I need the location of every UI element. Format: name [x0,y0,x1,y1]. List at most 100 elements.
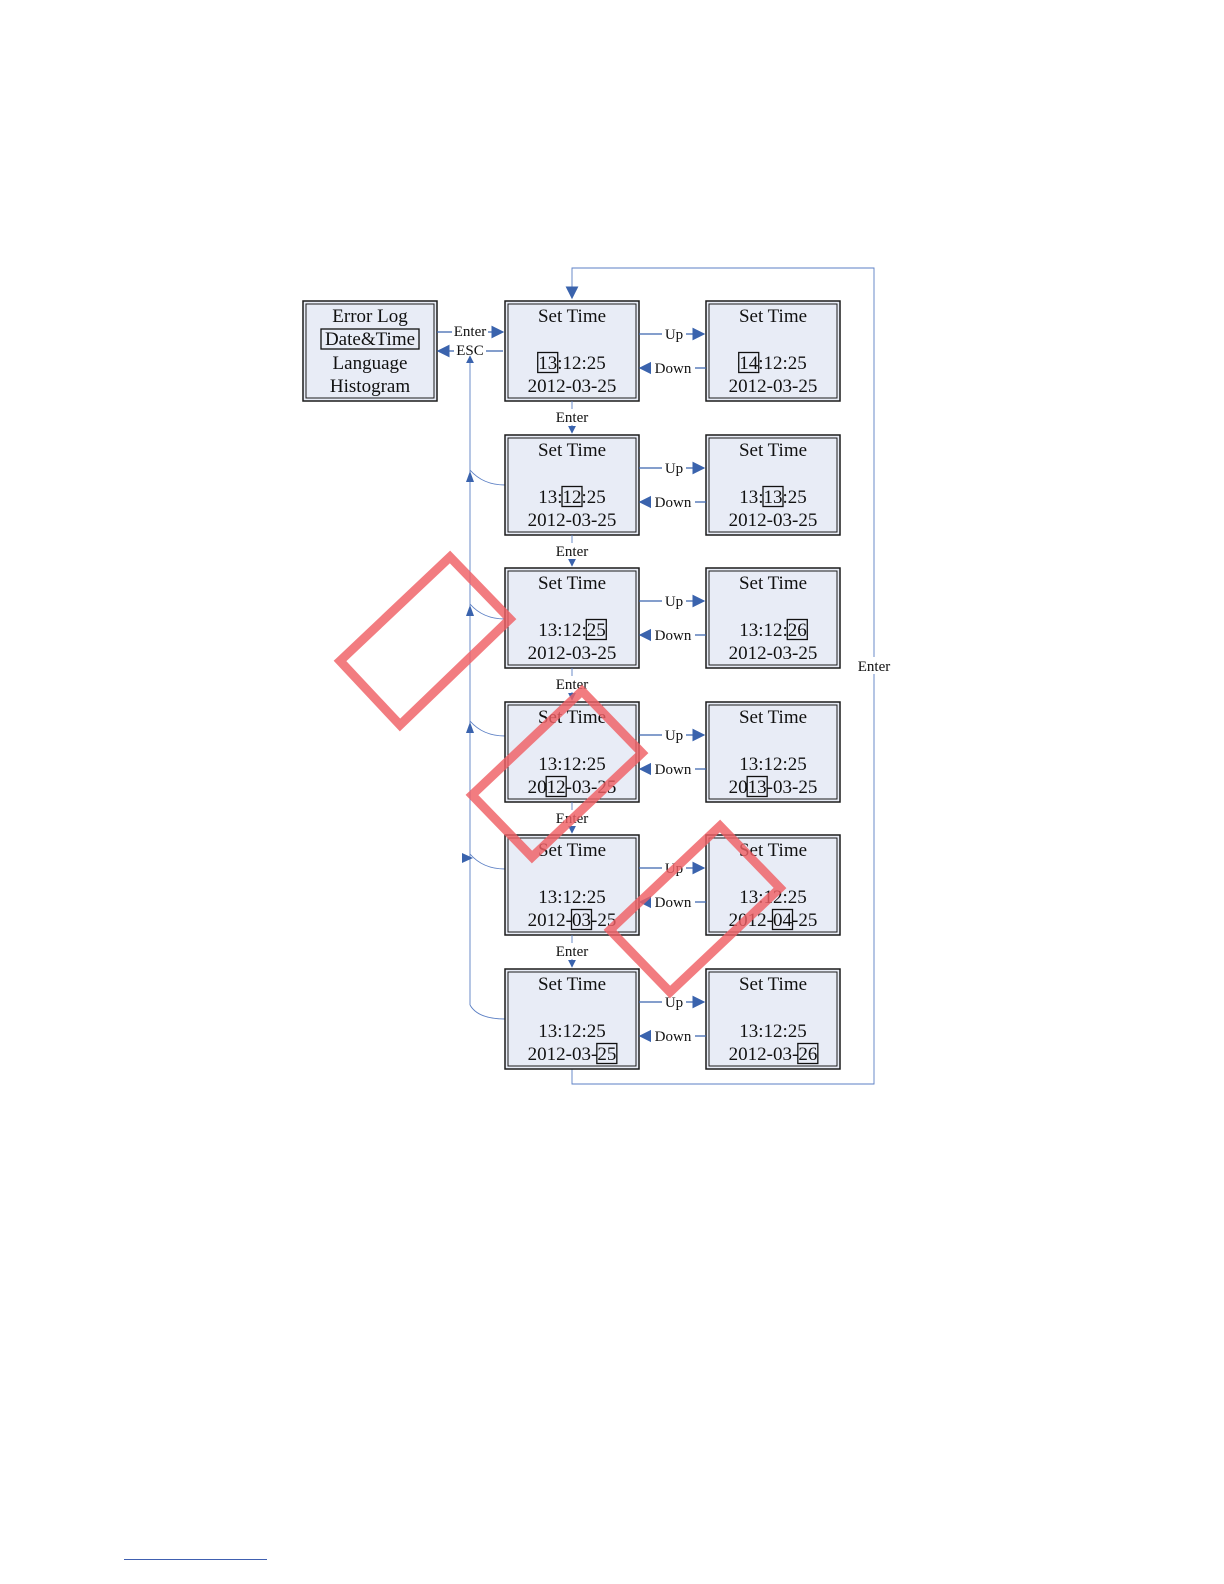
value-segment: :12:25 [758,353,807,374]
highlighted-digits: 26 [788,620,807,641]
enter-loop-path: Enter [565,267,894,1085]
menu-selection-box [320,328,420,350]
value-segment: 2012-03-25 [729,643,818,664]
value-segment: 13:12:25 [739,1021,807,1042]
value-segment: 13: [538,487,562,508]
highlighted-digits: 04 [773,910,793,931]
footnote-rule [124,1559,267,1560]
screen-title: Set Time [739,573,807,594]
date-value: 2012-03-25 [528,1044,617,1065]
highlighted-digits: 12 [563,487,582,508]
value-segment: 13:12:25 [739,754,807,775]
cursor-box [537,351,559,374]
value-segment: 2012-03-25 [528,510,617,531]
date-value: 2012-03-25 [729,643,818,664]
value-segment: 2012- [528,910,572,931]
down-label: Down [655,895,692,911]
time-value: 13:12:26 [739,620,807,641]
date-value: 2012-03-25 [729,510,818,531]
enter-label: Enter [454,324,486,340]
screen-title: Set Time [538,440,606,461]
value-segment: -03-25 [767,777,818,798]
screen-title: Set Time [739,974,807,995]
menu-connectors: Enter ESC [436,323,505,359]
menu-item-date-time: Date&Time [325,329,415,350]
menu-item-histogram: Histogram [330,376,410,397]
highlighted-digits: 25 [587,620,606,641]
value-segment: 2012-03-25 [729,510,818,531]
value-segment: 2012-03- [729,1044,799,1065]
cursor-box [746,775,768,798]
cursor-box [797,1042,819,1065]
screen-title: Set Time [538,974,606,995]
cursor-box [570,908,593,931]
value-segment: 13:12:25 [538,754,606,775]
date-value: 2012-03-25 [528,510,617,531]
time-value: 13:12:25 [739,754,807,775]
enter-label: Enter [556,944,588,960]
highlighted-digits: 13 [748,777,767,798]
time-value: 14:12:25 [739,353,807,374]
date-value: 2012-03-25 [528,910,617,931]
highlighted-digits: 12 [547,777,566,798]
value-segment: 20 [528,777,547,798]
value-segment: 2012-03-25 [528,643,617,664]
up-label: Up [665,594,683,610]
esc-label: ESC [456,343,484,359]
enter-label: Enter [556,410,588,426]
stamp-mark [603,819,787,999]
time-value: 13:12:25 [538,1021,606,1042]
stamp-mark [465,684,649,864]
red-stamp-overlays [333,550,787,999]
value-segment: 13:12:25 [538,1021,606,1042]
menu-item-language: Language [333,353,408,374]
screen-title: Set Time [538,840,606,861]
value-segment: 2012-03-25 [729,376,818,397]
time-value: 13:12:25 [538,353,606,374]
screen-title: Set Time [739,440,807,461]
value-segment: -25 [792,910,817,931]
time-value: 13:12:25 [538,487,606,508]
time-value: 13:12:25 [538,754,606,775]
cursor-box [738,351,760,374]
loop-enter-label: Enter [858,659,890,675]
main-menu-screen: Error Log Date&Time Language Histogram [302,300,438,402]
cursor-box [786,618,808,641]
date-value: 2012-03-25 [528,376,617,397]
down-label: Down [655,1029,692,1045]
screen-title: Set Time [739,840,807,861]
highlighted-digits: 26 [798,1044,817,1065]
cursor-box [771,908,794,931]
time-value: 13:13:25 [739,487,807,508]
highlighted-digits: 13 [764,487,783,508]
down-label: Down [655,361,692,377]
date-value: 2012-03-25 [528,643,617,664]
cursor-box [561,485,583,508]
highlighted-digits: 13 [538,353,557,374]
up-label: Up [665,327,683,343]
value-segment: 13:12: [739,620,788,641]
enter-label: Enter [556,544,588,560]
value-segment: :25 [783,487,807,508]
value-segment: :12:25 [557,353,606,374]
stamp-mark [333,550,517,732]
value-segment: 13:12: [538,620,587,641]
date-value: 2013-03-25 [729,777,818,798]
value-segment: 13:12:25 [538,887,606,908]
down-label: Down [655,762,692,778]
highlighted-digits: 25 [597,1044,616,1065]
value-segment: 2012-03- [528,1044,598,1065]
down-label: Down [655,628,692,644]
